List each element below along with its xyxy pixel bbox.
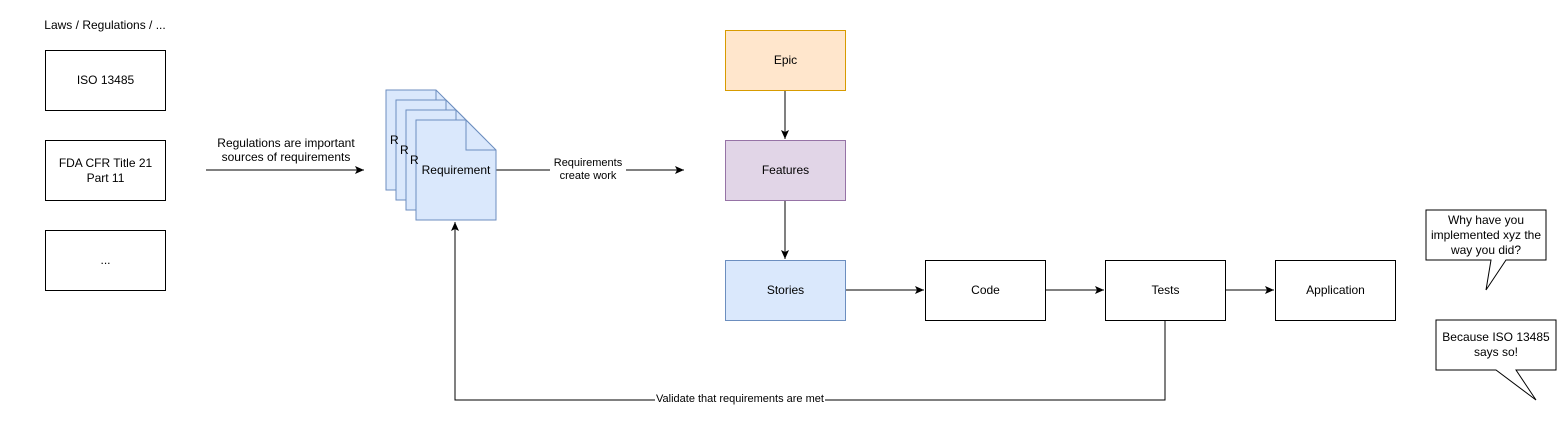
- source-label: ISO 13485: [76, 73, 135, 87]
- answer-speech-bubble: [1435, 319, 1557, 401]
- edge-label-requirements-create-work: Requirements create work: [550, 157, 626, 183]
- question-speech-bubble: [1425, 209, 1547, 291]
- requirement-doc-peek-1: R: [410, 153, 419, 167]
- stories-box[interactable]: Stories: [725, 260, 846, 321]
- requirement-document-stack: [385, 89, 497, 221]
- source-label: ...: [100, 253, 111, 267]
- code-label: Code: [971, 283, 1000, 297]
- edge-label-regulations: Regulations are important sources of req…: [217, 136, 355, 164]
- application-box[interactable]: Application: [1275, 260, 1396, 321]
- source-fda-cfr[interactable]: FDA CFR Title 21 Part 11: [45, 140, 166, 201]
- sources-title: Laws / Regulations / ...: [44, 18, 166, 32]
- answer-callout-text: Because ISO 13485 says so!: [1442, 330, 1550, 359]
- code-box[interactable]: Code: [925, 260, 1046, 321]
- requirement-label[interactable]: Requirement: [421, 163, 491, 177]
- tests-label: Tests: [1151, 283, 1180, 297]
- tests-box[interactable]: Tests: [1105, 260, 1226, 321]
- question-callout-text: Why have you implemented xyz the way you…: [1430, 212, 1542, 257]
- requirement-doc-peek-2: R: [400, 143, 409, 157]
- requirement-doc-peek-3: R: [390, 133, 399, 147]
- edge-label-validate-requirements: Validate that requirements are met: [655, 393, 825, 406]
- requirement-doc-front: [415, 119, 497, 221]
- features-box[interactable]: Features: [725, 140, 846, 201]
- application-label: Application: [1306, 283, 1365, 297]
- source-more[interactable]: ...: [45, 230, 166, 291]
- stories-label: Stories: [766, 283, 805, 297]
- epic-label: Epic: [773, 53, 798, 67]
- source-label: FDA CFR Title 21 Part 11: [58, 155, 153, 185]
- features-label: Features: [761, 163, 810, 177]
- source-iso-13485[interactable]: ISO 13485: [45, 50, 166, 111]
- epic-box[interactable]: Epic: [725, 30, 846, 91]
